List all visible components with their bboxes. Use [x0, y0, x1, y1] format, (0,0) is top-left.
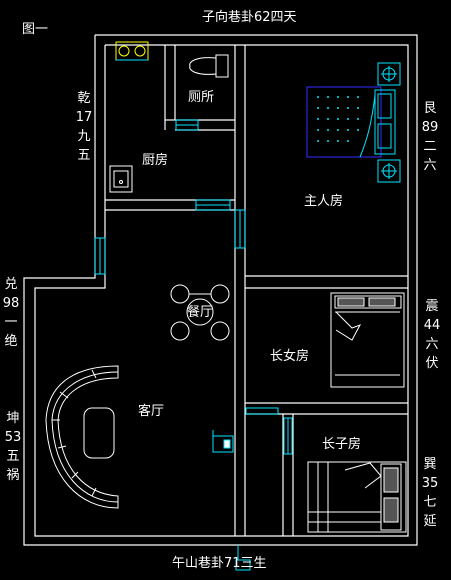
sink-icon: [109, 165, 133, 193]
toilet-icon: [189, 54, 229, 78]
side-label-qian: 乾 17 九 五: [75, 91, 93, 163]
nightstand-icon: [377, 62, 401, 183]
daughter-bed-icon: [330, 292, 405, 388]
room-dining: 餐厅: [187, 305, 214, 320]
dining-table-icon: [170, 284, 230, 341]
room-master-bedroom: 主人房: [304, 194, 344, 209]
son-bed-icon: [307, 461, 407, 533]
room-kitchen: 厨房: [142, 153, 169, 168]
walls: [23, 34, 418, 546]
room-toilet: 厕所: [188, 90, 215, 105]
room-living: 客厅: [138, 404, 165, 419]
sofa-icon: [45, 365, 119, 509]
room-eldest-daughter: 长女房: [270, 349, 310, 364]
side-label-kun: 坤 53 五 祸: [4, 411, 22, 483]
cabinet-icon: [212, 430, 234, 453]
openings: [94, 119, 293, 571]
side-label-zhen: 震 44 六 伏: [423, 299, 441, 371]
stove-icon: [115, 41, 149, 61]
side-label-gen: 艮 89 二 六: [421, 101, 439, 173]
side-label-dui: 兑 98 一 绝: [2, 277, 20, 349]
figure-label: 图一: [22, 22, 49, 37]
side-label-xun: 巽 35 七 延: [421, 457, 439, 529]
room-eldest-son: 长子房: [322, 437, 362, 452]
master-bed-icon: [306, 86, 396, 158]
bottom-direction-label: 午山巷卦71三生: [172, 556, 267, 571]
top-direction-label: 子向巷卦62四天: [202, 10, 297, 25]
